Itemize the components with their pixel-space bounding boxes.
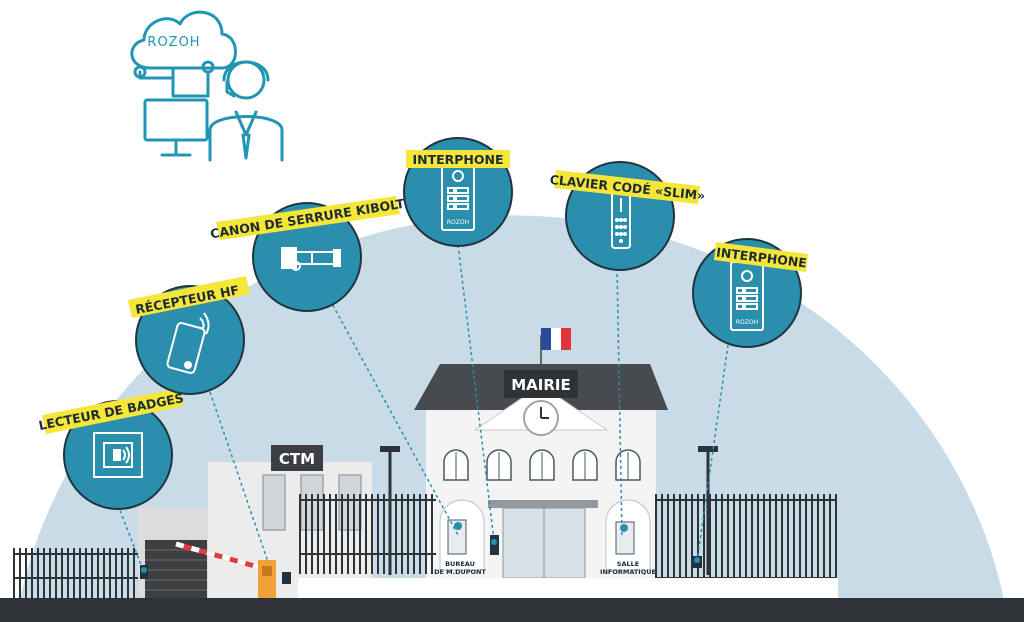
device-interphone-2: ROZOH INTERPHONE [692, 238, 808, 348]
operator-head [226, 60, 266, 100]
mairie-label: MAIRIE [511, 376, 571, 394]
device-clavier: CLAVIER CODÉ «SLIM» [549, 161, 706, 271]
mairie-sign [504, 370, 578, 398]
barrier [175, 541, 276, 604]
lock-cylinder-icon [281, 247, 341, 271]
ctm-sign [271, 445, 323, 471]
intercom-brand-1: ROZOH [447, 219, 469, 226]
salle-label-2: INFORMATIQUE [600, 568, 656, 576]
device-marks [140, 522, 702, 584]
salle-label-1: SALLE [617, 560, 639, 568]
intercom-brand-2: ROZOH [736, 319, 758, 326]
flag-icon [541, 328, 551, 350]
ground [0, 598, 1024, 622]
device-recepteur: RÉCEPTEUR HF [128, 276, 250, 395]
monitor-icon [143, 98, 209, 142]
cloud-label: ROZOH [147, 35, 200, 50]
remote-icon [166, 312, 210, 374]
badge-reader-icon [93, 432, 143, 478]
ctm-label: CTM [279, 450, 315, 468]
support-operator-icon [130, 10, 284, 162]
bureau-label-1: BUREAU [445, 560, 475, 568]
connectors [117, 244, 729, 571]
bureau-label-2: DE M.DUPONT [434, 568, 486, 576]
device-interphone-1: ROZOH INTERPHONE [403, 137, 513, 247]
tag-interphone-1: INTERPHONE [412, 152, 503, 167]
cloud-icon [130, 10, 237, 70]
lamp-posts [388, 452, 710, 575]
